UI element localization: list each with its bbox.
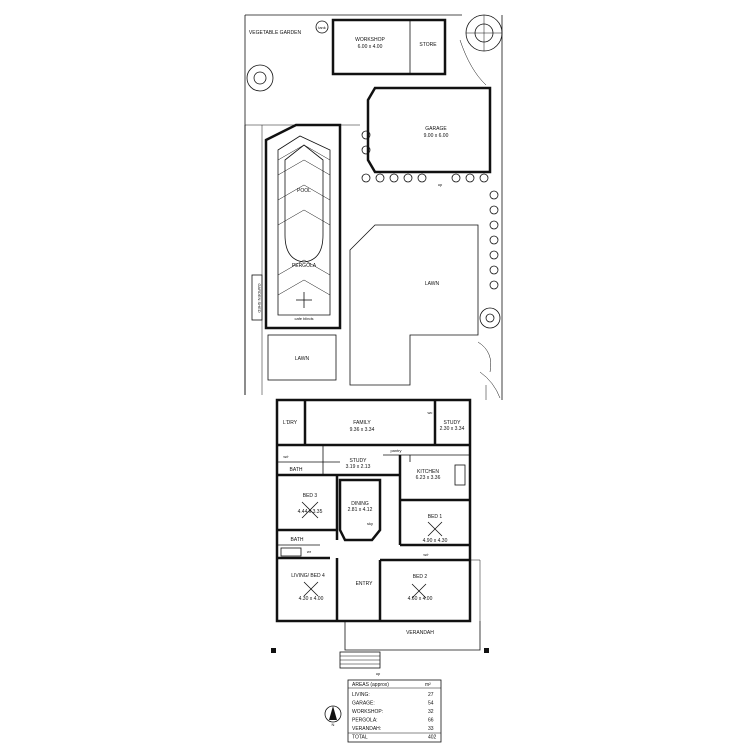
ldry-label: L'DRY xyxy=(283,420,298,426)
garage-up-label: up xyxy=(438,182,443,187)
wr-bottom-label: wr xyxy=(307,549,312,554)
garage-label: GARAGE xyxy=(425,126,447,132)
living-label: LIVING/ BED 4 xyxy=(291,573,325,579)
area-row-label: VERANDAH: xyxy=(352,726,381,732)
pergola-label: PERGOLA xyxy=(292,263,317,269)
study-mid-label: STUDY xyxy=(350,458,368,464)
study-mid-size: 3.19 x 2.13 xyxy=(346,464,371,470)
verandah-outline xyxy=(344,621,481,651)
area-row-value: 54 xyxy=(428,701,434,707)
garage-outline xyxy=(366,86,492,174)
post-icon xyxy=(484,648,489,653)
vegetable-garden-label: VEGETABLE GARDEN xyxy=(249,30,302,36)
bath-top-label: BATH xyxy=(290,467,303,473)
workshop-label: WORKSHOP xyxy=(355,37,385,43)
kitchen-label: KITCHEN xyxy=(417,469,439,475)
pantry-label: pantry xyxy=(390,448,401,453)
path-curve xyxy=(459,39,487,86)
bathtub-icon xyxy=(280,547,302,557)
study-rear-label: STUDY xyxy=(444,420,462,426)
gate-swing xyxy=(479,371,501,399)
workshop-size: 6.00 x 4.00 xyxy=(358,44,383,50)
house-outline xyxy=(275,398,472,623)
lawn-small-outline xyxy=(267,334,337,381)
up-label: up xyxy=(376,671,381,676)
pool-label: POOL xyxy=(297,188,311,194)
stove-icon xyxy=(454,464,466,486)
north-arrow-icon: N xyxy=(324,705,342,727)
area-row-label: WORKSHOP: xyxy=(352,709,383,715)
post-icon xyxy=(271,648,276,653)
bed1-label: BED 1 xyxy=(428,514,443,520)
shed-outline xyxy=(251,274,263,321)
bed2-label: BED 2 xyxy=(413,574,428,580)
dining-label: DINING xyxy=(351,501,369,507)
svg-text:N: N xyxy=(332,722,335,727)
area-row-label: PERGOLA: xyxy=(352,718,378,724)
area-row-value: 32 xyxy=(428,709,434,715)
bed1-size: 4.90 x 4.30 xyxy=(423,538,448,544)
living-size: 4.30 x 4.00 xyxy=(299,596,324,602)
area-row-label: GARAGE: xyxy=(352,701,375,707)
tank-icon: tank xyxy=(315,20,329,34)
bed2-size: 4.60 x 4.00 xyxy=(408,596,433,602)
area-row-value: 66 xyxy=(428,718,434,724)
sky-label: sky xyxy=(367,521,373,526)
dining-size: 2.81 x 4.12 xyxy=(348,507,373,513)
garage-size: 9.00 x 6.00 xyxy=(424,133,449,139)
shed-label: GARDEN SHED xyxy=(257,283,262,312)
tree-icon xyxy=(465,14,503,52)
area-row-value: 33 xyxy=(428,726,434,732)
family-size: 9.36 x 3.34 xyxy=(350,427,375,433)
verandah-label: VERANDAH xyxy=(406,630,434,636)
lawn-label: LAWN xyxy=(425,281,440,287)
lawn-small-label: LAWN xyxy=(295,356,310,362)
family-label: FAMILY xyxy=(353,420,371,426)
study-rear-size: 2.30 x 3.34 xyxy=(440,426,465,432)
entry-label: ENTRY xyxy=(356,581,374,587)
wir-bottom-label: w/r xyxy=(423,552,429,557)
lawn-outline xyxy=(349,224,479,386)
tree-icon xyxy=(246,64,274,92)
svg-text:tank: tank xyxy=(318,25,326,30)
areas-unit: m² xyxy=(425,682,431,688)
bed3-label: BED 3 xyxy=(303,493,318,499)
wc-label: wc xyxy=(428,410,433,415)
area-row-label: TOTAL xyxy=(352,735,368,741)
hedge-icon xyxy=(361,130,499,290)
store-label: STORE xyxy=(419,42,437,48)
bed3-size: 4.44 x 3.35 xyxy=(298,509,323,515)
kitchen-size: 6.23 x 3.36 xyxy=(416,475,441,481)
gate-swing xyxy=(477,341,491,373)
areas-title: AREAS (approx) xyxy=(352,682,389,688)
cafe-blinds-label: cafe blinds xyxy=(294,316,313,321)
wir-label: w/r xyxy=(283,454,289,459)
workshop-outline xyxy=(331,18,447,76)
pool-outline xyxy=(284,144,324,263)
area-row-label: LIVING: xyxy=(352,692,370,698)
area-row-value: 402 xyxy=(428,735,437,741)
bath-bottom-label: BATH xyxy=(291,537,304,543)
entry-steps xyxy=(339,651,381,669)
area-row-value: 27 xyxy=(428,692,434,698)
tree-icon xyxy=(479,307,501,329)
pergola-outline xyxy=(264,123,342,330)
